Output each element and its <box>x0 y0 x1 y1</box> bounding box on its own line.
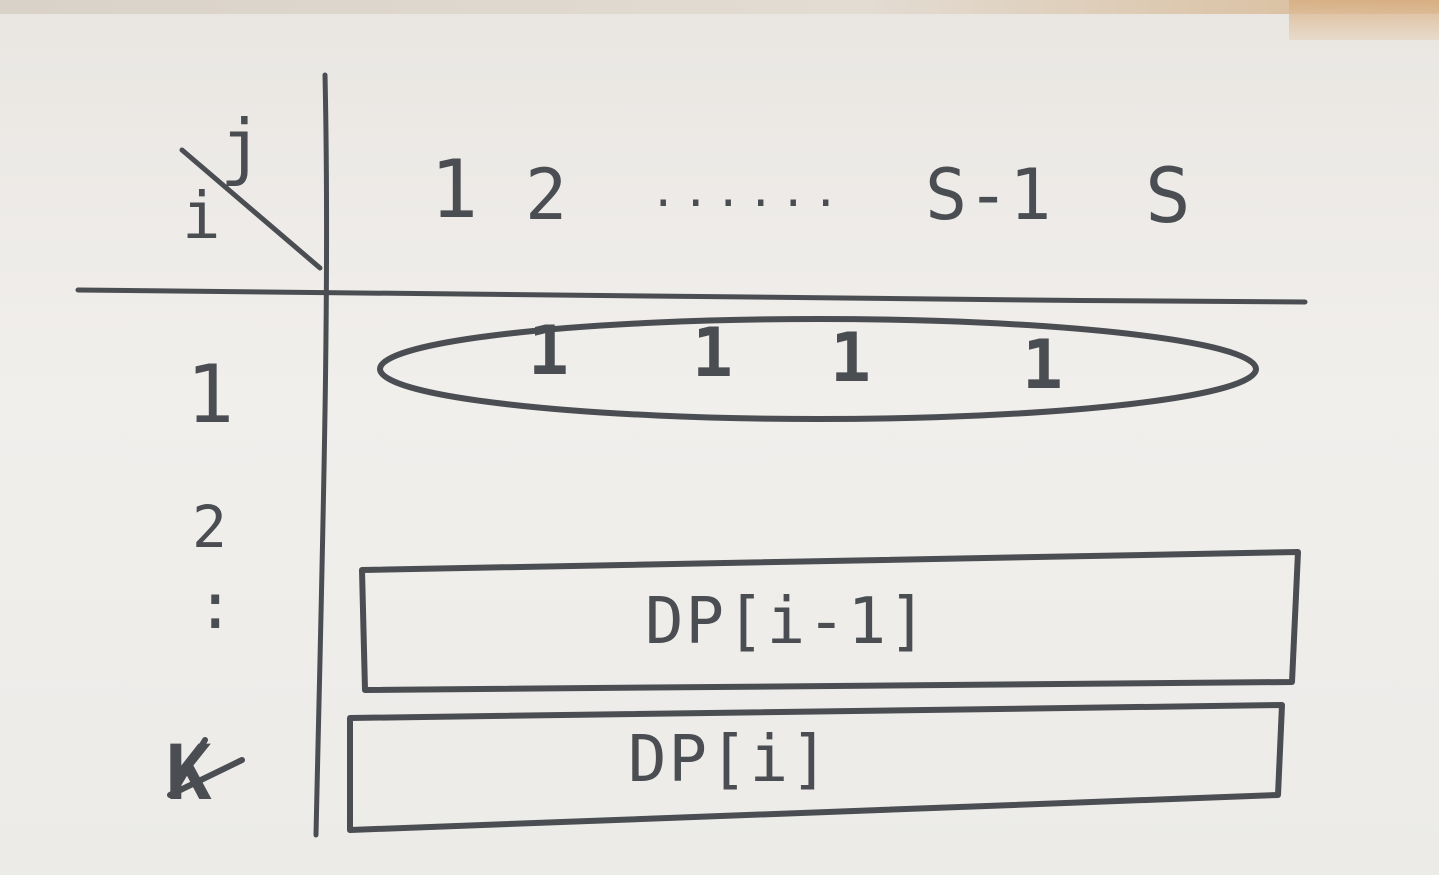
row-label-2: 2 <box>192 493 227 561</box>
col-header-1: 1 <box>430 143 479 236</box>
first-row-mark: 1 <box>692 314 733 393</box>
first-row-mark: 1 <box>1022 326 1063 405</box>
paper-edge <box>0 0 1439 14</box>
k-arrow-mark <box>167 737 245 798</box>
prev-row-label: DP[i-1] <box>645 585 929 659</box>
corner-diagonal <box>179 147 323 271</box>
first-row-ellipse <box>377 316 1259 422</box>
vertical-divider <box>313 72 330 838</box>
corner-col-label: j <box>220 104 264 188</box>
col-header-s-minus-1: S-1 <box>925 154 1052 236</box>
row-label-1: 1 <box>186 348 235 441</box>
first-row-mark: 1 <box>830 319 871 398</box>
curr-row-label: DP[i] <box>628 723 831 797</box>
corner-row-label: i <box>182 180 221 254</box>
col-header-ellipsis: ...... <box>650 166 845 217</box>
wooden-table-corner <box>1289 0 1439 40</box>
horizontal-divider <box>75 287 1308 305</box>
row-label-k: K <box>166 728 212 817</box>
col-header-s: S <box>1145 151 1191 240</box>
curr-row-box <box>347 702 1285 833</box>
col-header-2: 2 <box>525 154 568 236</box>
prev-row-box <box>359 549 1301 693</box>
first-row-mark: 1 <box>528 312 569 391</box>
row-label-dots: : <box>196 570 235 644</box>
